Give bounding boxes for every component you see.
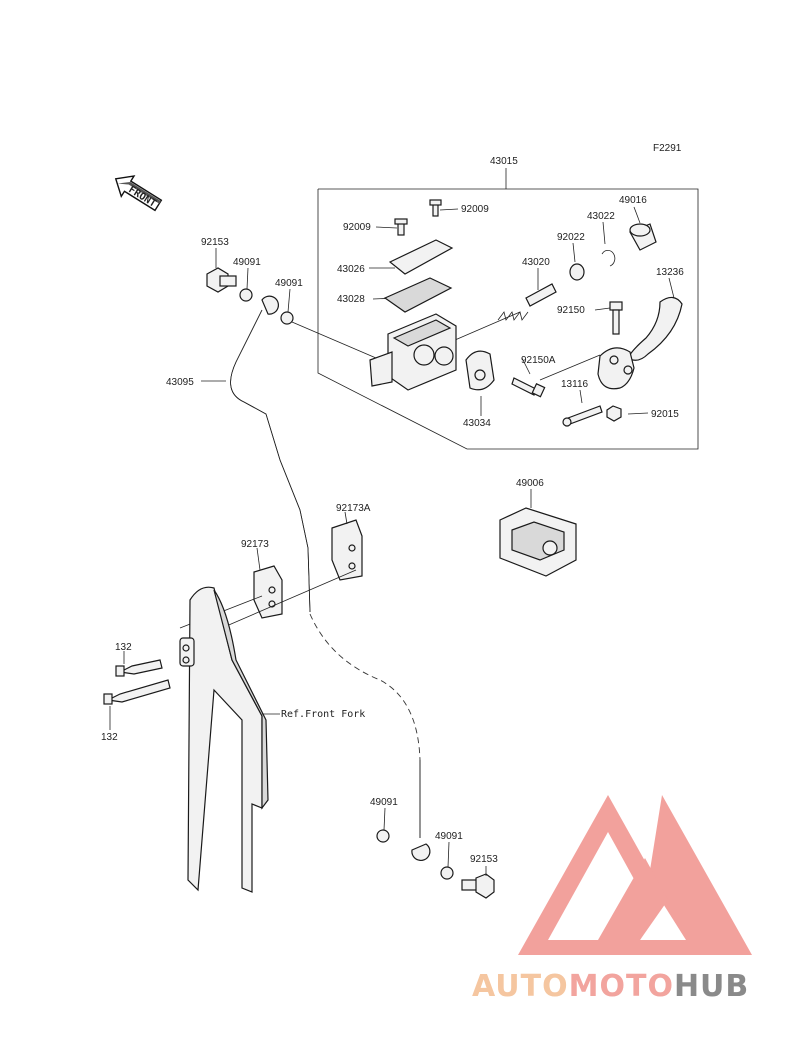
clamp-92173 [253, 565, 283, 619]
label-13236: 13236 [656, 267, 684, 278]
logo-word-auto: AUTO [472, 969, 569, 1004]
label-132-lower: 132 [101, 732, 118, 743]
label-49091-top-1: 49091 [233, 257, 261, 268]
logo-word-moto: MOTO [569, 969, 674, 1004]
label-132-upper: 132 [115, 642, 132, 653]
banjo-bolt-92153-top [206, 267, 237, 293]
label-43026: 43026 [337, 264, 365, 275]
bolt-132-upper [115, 659, 163, 677]
label-43020: 43020 [522, 257, 550, 268]
screw-92009-right [429, 199, 442, 217]
label-92153-top: 92153 [201, 237, 229, 248]
label-92022: 92022 [557, 232, 585, 243]
label-43034: 43034 [463, 418, 491, 429]
washer-49091-bottom-2 [440, 866, 454, 880]
front-arrow-icon: FRONT [114, 175, 163, 212]
circlip-43022 [601, 250, 616, 267]
cap-43026 [388, 239, 454, 275]
pivot-bolt-92150 [609, 301, 623, 335]
label-43095: 43095 [166, 377, 194, 388]
label-49091-bottom-2: 49091 [435, 831, 463, 842]
washer-49091-top-2 [280, 311, 294, 325]
clamp-43034 [465, 350, 495, 391]
automotohub-logo [518, 795, 752, 955]
assembly-43015-outline [317, 168, 699, 450]
nut-92015 [606, 405, 622, 422]
lever-13236 [597, 296, 683, 390]
label-49091-top-2: 49091 [275, 278, 303, 289]
front-fork-guard [179, 586, 269, 893]
label-49091-bottom-1: 49091 [370, 797, 398, 808]
piston-spring-43020 [497, 283, 557, 321]
label-49006: 49006 [516, 478, 544, 489]
label-49016: 49016 [619, 195, 647, 206]
leader-49091-top-1 [246, 267, 249, 290]
label-92009-left: 92009 [343, 222, 371, 233]
bolt-92150a [511, 377, 546, 398]
washer-92022 [569, 263, 585, 281]
leader-49091-bottom-1 [383, 807, 386, 831]
logo-word-hub: HUB [674, 969, 749, 1004]
figure-code: F2291 [653, 143, 682, 154]
label-43015: 43015 [490, 156, 518, 167]
label-92173: 92173 [241, 539, 269, 550]
label-92015: 92015 [651, 409, 679, 420]
brake-hose-43095 [230, 295, 431, 861]
label-92150a: 92150A [521, 355, 556, 366]
logo-wordmark: AUTOMOTOHUB [472, 969, 749, 1004]
leader-92173 [256, 547, 261, 571]
label-ref-front-fork: Ref.Front Fork [281, 709, 365, 720]
leader-49091-top-2 [287, 288, 291, 313]
banjo-bolt-92153-bottom [461, 873, 495, 899]
push-rod-13116 [562, 405, 603, 427]
leader-49091-bottom-2 [447, 841, 450, 868]
label-13116: 13116 [561, 379, 589, 390]
label-43028: 43028 [337, 294, 365, 305]
bolt-132-lower [103, 679, 171, 705]
washer-49091-bottom-1 [376, 829, 390, 843]
label-92150: 92150 [557, 305, 585, 316]
label-92173a: 92173A [336, 503, 371, 514]
leader-92173a [344, 511, 348, 525]
screw-92009-left [394, 218, 408, 236]
label-92153-bottom: 92153 [470, 854, 498, 865]
cover-49006 [499, 507, 577, 577]
label-43022: 43022 [587, 211, 615, 222]
master-cylinder-body [369, 313, 457, 391]
leader-lines [291, 206, 675, 416]
label-92009-right: 92009 [461, 204, 489, 215]
boot-49016 [629, 223, 657, 251]
washer-49091-top-1 [239, 288, 253, 302]
diaphragm-43028 [383, 277, 453, 313]
clamp-92173a [331, 519, 363, 581]
